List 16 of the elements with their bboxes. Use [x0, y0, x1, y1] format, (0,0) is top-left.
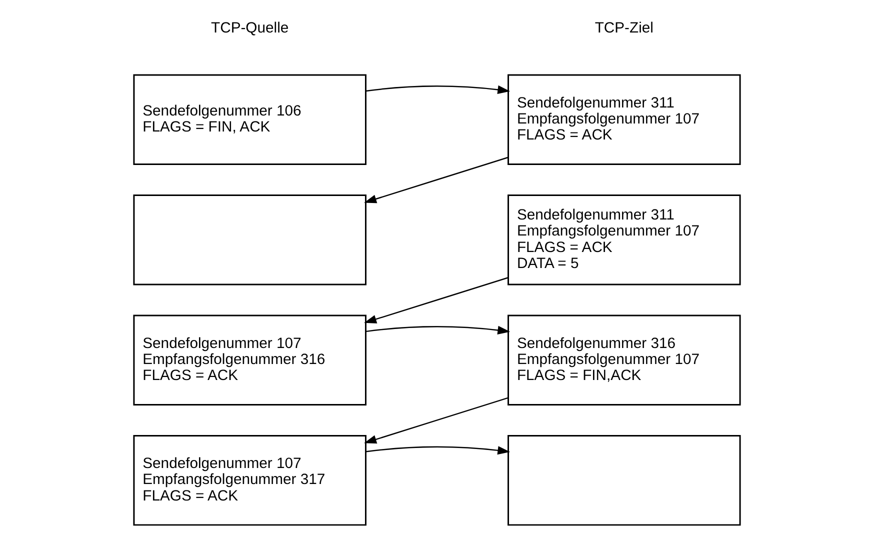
node-box: Sendefolgenummer 311 Empfangsfolgenummer 107 FLAGS = ACK DATA = 5	[508, 194, 741, 286]
node-box	[508, 434, 741, 526]
label: TCP-Quelle	[211, 20, 289, 36]
node-box: Sendefolgenummer 106 FLAGS = FIN, ACK	[133, 74, 366, 166]
arrow	[364, 277, 508, 324]
arrow	[366, 85, 510, 94]
node-box	[133, 194, 366, 286]
arrow	[364, 397, 508, 444]
arrow	[366, 446, 510, 455]
arrow	[366, 326, 510, 334]
node-box: Sendefolgenummer 107 Empfangsfolgenummer 317 FLAGS = ACK	[133, 434, 366, 526]
label: TCP-Ziel	[594, 20, 654, 36]
arrow	[364, 156, 508, 204]
node-box: Sendefolgenummer 311 Empfangsfolgenummer 107 FLAGS = ACK	[508, 74, 741, 166]
node-box: Sendefolgenummer 107 Empfangsfolgenummer 316 FLAGS = ACK	[133, 314, 366, 406]
node-box: Sendefolgenummer 316 Empfangsfolgenummer 107 FLAGS = FIN,ACK	[508, 314, 741, 406]
